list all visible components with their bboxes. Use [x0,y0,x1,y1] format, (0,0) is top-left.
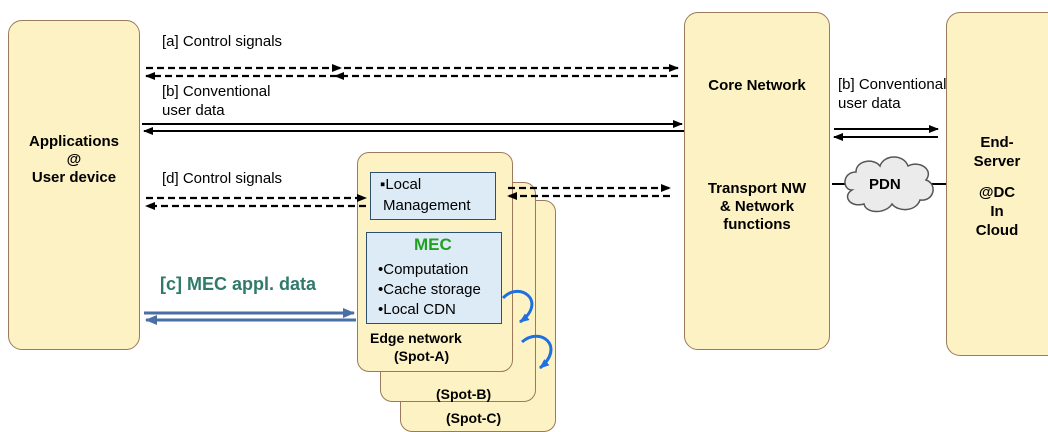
control-signals-d-arrows [145,184,671,210]
applications-label: Applications @ User device [8,133,140,187]
end-server-label: End- Server @DC In Cloud [946,133,1048,240]
spot-b-label: (Spot-B) [436,386,492,402]
applications-user-device-box [8,20,140,350]
end-server-line1: End- [980,134,1014,151]
transport-line2: & Network [719,198,795,215]
control-signals-a-label: [a] Control signals [162,33,283,50]
transport-nw-label: Transport NW & Network functions [684,180,830,234]
end-server-box [946,12,1048,356]
local-management-line1: ▪Local [380,176,422,193]
spot-a-to-b-curve-arrow [501,289,534,324]
spot-a-label: (Spot-A) [394,348,450,364]
mec-box [366,232,502,324]
b-left-line2: user data [162,102,225,119]
conventional-user-data-b-label: [b] Conventional user data [162,82,270,120]
applications-line1: Applications [28,133,119,150]
local-management-line2: Management [383,197,471,214]
end-server-line4: In [990,203,1004,220]
arrow-a-mid-head-left [334,72,344,80]
core-network-box [684,12,830,350]
end-server-line5: Cloud [975,222,1019,239]
edge-network-label: Edge network [370,330,462,346]
mec-appl-data-label: [c] MEC appl. data [160,274,317,294]
conventional-user-data-b-right-label: [b] Conventional user data [838,75,946,113]
control-signals-a-arrows [145,64,679,80]
user-data-b-arrows [142,120,939,141]
b-right-line2: user data [838,95,901,112]
end-server-line3: @DC [978,184,1016,201]
applications-line3: User device [31,169,117,186]
b-right-line1: [b] Conventional [838,76,947,93]
local-management-box [370,172,496,220]
b-left-line1: [b] Conventional [162,83,271,100]
end-server-line2: Server [973,153,1021,170]
spot-c-label: (Spot-C) [446,410,502,426]
mec-title: MEC [414,235,452,254]
control-signals-d-label: [d] Control signals [162,170,283,187]
pdn-label: PDN [869,176,901,193]
mec-item-local-cdn: •Local CDN [378,301,456,318]
core-network-title: Core Network [708,77,806,94]
mec-appl-data-arrows [144,308,356,325]
transport-line1: Transport NW [707,180,807,197]
mec-item-cache-storage: •Cache storage [378,281,481,298]
spot-b-to-c-curve-arrow [521,334,553,370]
applications-line2: @ [66,151,82,168]
pdn-cloud-icon [844,156,934,213]
mec-item-computation: •Computation [378,261,469,278]
transport-line3: functions [723,216,791,233]
arrow-a-mid-head-right [332,64,342,72]
